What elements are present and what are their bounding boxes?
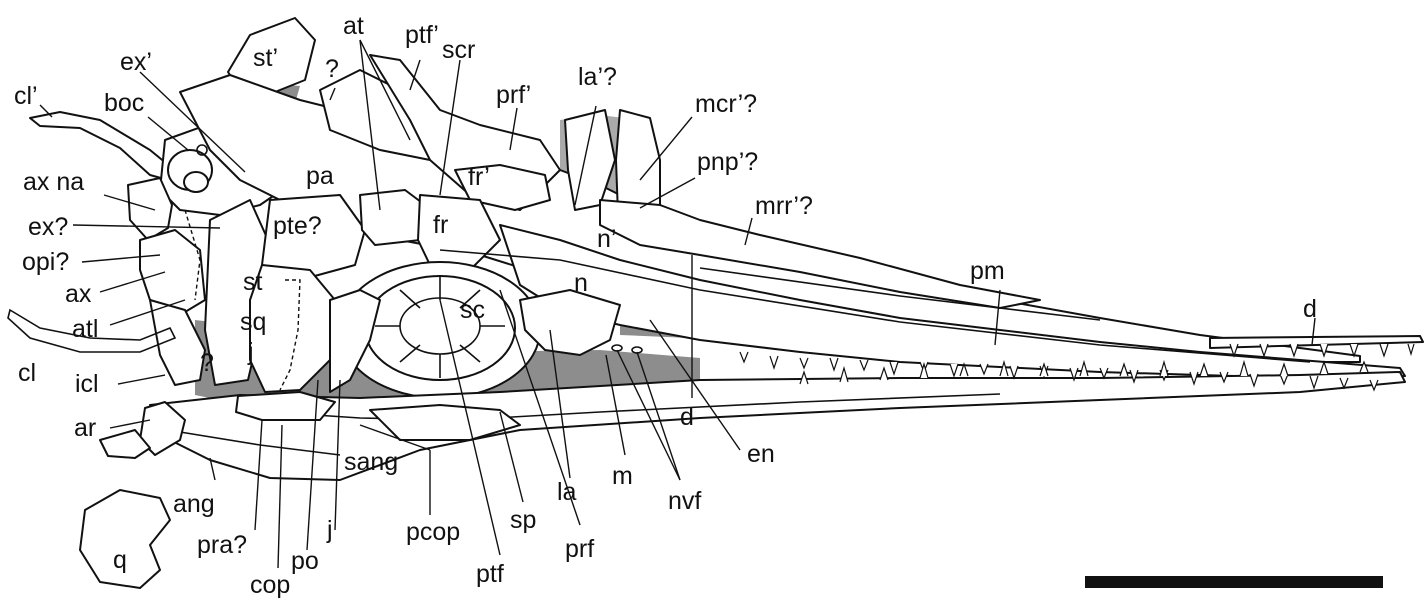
label-d-mid: d: [680, 403, 694, 431]
label-ar: ar: [74, 414, 96, 442]
label-st-prime: st’: [253, 44, 278, 72]
label-ax-na: ax na: [23, 168, 84, 196]
label-pa: pa: [306, 162, 334, 190]
label-icl: icl: [75, 370, 99, 398]
label-cl: cl: [18, 359, 36, 387]
label-ptf: ptf: [476, 560, 504, 588]
label-n: n: [574, 269, 588, 297]
label-mrr-prime-q: mrr’?: [755, 192, 813, 220]
label-nvf: nvf: [668, 487, 701, 515]
label-po: po: [291, 547, 319, 575]
label-ex-q: ex?: [28, 213, 68, 241]
label-sp: sp: [510, 506, 536, 534]
label-sang: sang: [344, 448, 398, 476]
label-d-right: d: [1303, 295, 1317, 323]
label-ex-prime: ex’: [120, 48, 152, 76]
label-fr-prime: fr’: [468, 163, 490, 191]
label-j-small: j: [247, 338, 254, 366]
label-atl: atl: [72, 315, 98, 343]
label-scr: scr: [442, 36, 475, 64]
label-question-lower: ?: [200, 349, 214, 377]
label-j: j: [326, 516, 333, 544]
label-sq: sq: [240, 308, 266, 336]
label-mcr-prime-q: mcr’?: [695, 90, 757, 118]
label-pra-q: pra?: [197, 531, 247, 559]
label-pcop: pcop: [406, 518, 460, 546]
label-pte-q: pte?: [273, 212, 322, 240]
label-sc: sc: [460, 296, 485, 324]
label-cop: cop: [250, 571, 290, 599]
label-question-upper: ?: [325, 55, 339, 83]
label-ptf-prime: ptf’: [405, 21, 439, 49]
label-st: st: [243, 268, 263, 296]
scale-bar: [1085, 576, 1383, 588]
label-m: m: [612, 462, 633, 490]
label-pnp-prime-q: pnp’?: [697, 148, 758, 176]
label-ax: ax: [65, 280, 92, 308]
label-ang: ang: [173, 490, 215, 518]
label-at: at: [343, 12, 364, 40]
label-prf: prf: [565, 535, 594, 563]
label-q: q: [113, 546, 127, 574]
label-la-prime-q: la’?: [578, 63, 617, 91]
label-cl-prime: cl’: [14, 82, 38, 110]
label-en: en: [747, 440, 775, 468]
label-boc: boc: [104, 89, 144, 117]
label-n-prime: n’: [597, 225, 616, 253]
label-prf-prime: prf’: [496, 81, 531, 109]
label-fr: fr: [433, 211, 448, 239]
label-pm: pm: [970, 257, 1005, 285]
label-la: la: [557, 478, 577, 506]
label-opi-q: opi?: [22, 248, 69, 276]
